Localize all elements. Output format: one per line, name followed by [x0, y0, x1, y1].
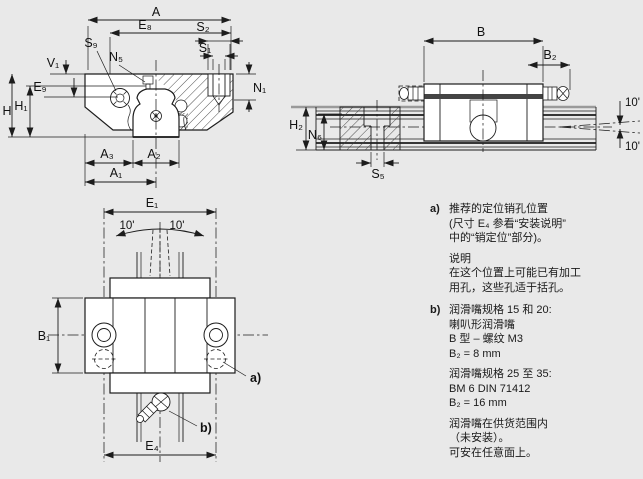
dim-label-B1: B₁ — [38, 329, 51, 343]
angle-label-top: 10' — [625, 97, 640, 109]
dim-label-S2: S₂ — [196, 20, 209, 34]
note-b-line: 润滑嘴规格 15 和 20: — [449, 304, 552, 316]
dim-label-A: A — [152, 5, 161, 19]
note-a-marker: a) — [430, 203, 440, 215]
note-a: a) 推荐的定位销孔位置 (尺寸 E₄ 参看“安装说明” 中的“销定位”部分)。… — [430, 202, 642, 295]
angle-label-bottom: 10' — [625, 141, 640, 153]
annotation-notes: a) 推荐的定位销孔位置 (尺寸 E₄ 参看“安装说明” 中的“销定位”部分)。… — [430, 202, 642, 460]
dim-label-N1: N₁ — [253, 81, 266, 95]
dim-label-N5: N₅ — [109, 50, 123, 64]
note-a-line: 推荐的定位销孔位置 — [449, 203, 548, 215]
rail-plan-upper — [136, 252, 184, 278]
dim-label-A2: A₂ — [147, 147, 160, 161]
rail-screw — [150, 110, 162, 122]
angle-label-right: 10' — [170, 220, 185, 232]
grease-nipple-plan — [136, 392, 171, 423]
front-view: A E₈ S₂ S₁ N₁ S₉ N₅ V₁ E₉ — [2, 5, 266, 188]
note-a-line: 中的“销定位”部分)。 — [449, 232, 548, 244]
dim-label-B2: B₂ — [543, 48, 556, 62]
end-cap-bottom — [109, 372, 211, 394]
dim-label-V1: V₁ — [47, 56, 60, 70]
grease-nipple-right — [542, 86, 570, 101]
note-b: b) 润滑嘴规格 15 和 20: 喇叭形润滑嘴 B 型 – 螺纹 M3 B₂ … — [430, 303, 642, 460]
dim-label-A1: A₁ — [110, 166, 123, 180]
dim-label-E1: E₁ — [146, 196, 159, 210]
note-b-line: （未安装）。 — [449, 432, 510, 444]
plan-view: E₁ 10' 10' — [38, 196, 268, 462]
note-b-line: 喇叭形润滑嘴 — [449, 318, 515, 331]
angle-label-left: 10' — [120, 220, 135, 232]
grease-nipple-left — [398, 85, 425, 102]
ref-label-b: b) — [200, 421, 212, 435]
mounting-hole-left — [91, 322, 117, 348]
dim-label-E4: E₄ — [145, 439, 158, 453]
carriage-side — [423, 70, 544, 152]
dim-label-S5: S₅ — [371, 167, 384, 181]
note-b-line: 可安在任意面上。 — [449, 446, 537, 459]
end-cap-top — [109, 277, 211, 299]
seal-strip — [424, 94, 543, 99]
note-b-line: BM 6 DIN 71412 — [449, 382, 531, 395]
note-a-line: 在这个位置上可能已有加工 — [449, 267, 581, 279]
mounting-hole-right — [203, 322, 229, 348]
dim-label-A3: A₃ — [100, 147, 113, 161]
dim-label-H2: H₂ — [289, 118, 303, 132]
dim-label-B: B — [477, 25, 485, 39]
note-b-line: 润滑嘴在供货范围内 — [449, 417, 548, 430]
note-b-line: B 型 – 螺纹 M3 — [449, 333, 523, 345]
dim-label-H: H — [2, 104, 11, 118]
dim-label-E9: E₉ — [33, 80, 46, 94]
ref-label-a: a) — [250, 371, 261, 385]
rail-bore-section — [339, 100, 401, 160]
lube-screw — [110, 88, 130, 108]
note-b-line: B₂ = 16 mm — [449, 397, 507, 409]
note-b-line: 润滑嘴规格 25 至 35: — [449, 368, 552, 380]
note-a-line: 说明 — [449, 252, 471, 265]
dim-label-S1: S₁ — [199, 41, 212, 55]
note-b-line: B₂ = 8 mm — [449, 347, 501, 360]
dim-label-H1: H₁ — [14, 99, 27, 113]
dim-label-S9: S₉ — [84, 36, 97, 50]
side-view: B B₂ H₂ N₆ S₅ 10' 10' — [289, 25, 641, 181]
note-a-line: 用孔，这些孔适于括孔。 — [449, 281, 570, 294]
note-a-line: (尺寸 E₄ 参看“安装说明” — [449, 217, 566, 230]
note-b-marker: b) — [430, 304, 441, 316]
dim-label-E8: E₈ — [138, 18, 152, 32]
dim-label-N6: N₆ — [308, 128, 322, 142]
